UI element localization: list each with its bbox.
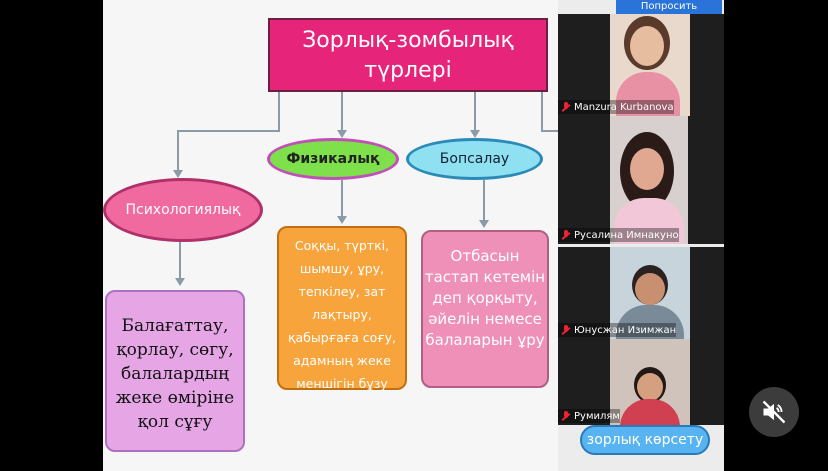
- connector-arrow: [337, 216, 347, 224]
- participant-silhouette: [616, 305, 684, 339]
- participant-name: Русалина Имнакуно: [574, 229, 679, 241]
- participant-tile[interactable]: Румилям: [558, 339, 724, 425]
- connector-line: [541, 92, 543, 130]
- participant-label: Румилям: [558, 409, 620, 423]
- category-blackmail: Бопсалау: [406, 138, 543, 180]
- connector-line: [474, 92, 476, 130]
- participant-tile[interactable]: Manzura Kurbanova: [558, 14, 724, 116]
- presentation-slide: Зорлық-зомбылық түрлері Психологиялық Фи…: [103, 0, 558, 471]
- participant-silhouette: [630, 148, 664, 190]
- participant-tile[interactable]: Русалина Имнакуно: [558, 116, 724, 244]
- detail-blackmail: Отбасын тастап кетемін деп қорқыту, әйел…: [421, 230, 549, 388]
- mic-muted-icon: [562, 411, 570, 421]
- participant-video: [610, 247, 690, 339]
- participant-video: [610, 116, 688, 244]
- connector-line: [177, 130, 280, 132]
- slide-title: Зорлық-зомбылық түрлері: [268, 18, 548, 92]
- participant-silhouette: [637, 373, 663, 401]
- participant-silhouette: [635, 273, 665, 305]
- mute-speaker-icon: [762, 400, 786, 424]
- participant-silhouette: [616, 72, 680, 116]
- mic-muted-icon: [562, 230, 570, 240]
- connector-line: [341, 180, 343, 216]
- ask-to-enable-button[interactable]: Попросить включить: [616, 0, 722, 26]
- participant-video: [610, 14, 690, 116]
- slide-bottom-pill: зорлық көрсету: [580, 425, 710, 455]
- participant-tile[interactable]: Юнусжан Изимжан: [558, 247, 724, 339]
- mic-muted-icon: [562, 325, 570, 335]
- participant-label: Русалина Имнакуно: [558, 228, 679, 242]
- connector-line: [278, 92, 280, 130]
- participant-silhouette: [630, 26, 664, 66]
- connector-line: [541, 130, 558, 132]
- connector-line: [341, 92, 343, 130]
- connector-arrow: [470, 130, 480, 138]
- participant-name: Manzura Kurbanova: [574, 101, 674, 113]
- connector-line: [179, 242, 181, 278]
- participant-silhouette: [614, 198, 684, 244]
- detail-psychological: Балағаттау, қорлау, сөгу, балалардың жек…: [105, 290, 245, 452]
- mute-button[interactable]: [749, 387, 799, 437]
- connector-arrow: [175, 278, 185, 286]
- category-psychological: Психологиялық: [103, 178, 263, 242]
- category-physical: Физикалық: [267, 138, 399, 180]
- connector-arrow: [173, 170, 183, 178]
- mic-muted-icon: [562, 102, 570, 112]
- connector-arrow: [337, 130, 347, 138]
- participant-label: Юнусжан Изимжан: [558, 323, 677, 337]
- connector-line: [483, 180, 485, 220]
- participant-silhouette: [620, 399, 680, 425]
- connector-line: [177, 130, 179, 170]
- participant-name: Юнусжан Изимжан: [574, 324, 677, 336]
- connector-arrow: [479, 220, 489, 228]
- participant-name: Румилям: [574, 410, 620, 422]
- detail-physical: Соққы, түрткі, шымшу, ұру, тепкілеу, зат…: [277, 226, 407, 391]
- participant-video: [610, 339, 690, 425]
- participant-label: Manzura Kurbanova: [558, 100, 674, 114]
